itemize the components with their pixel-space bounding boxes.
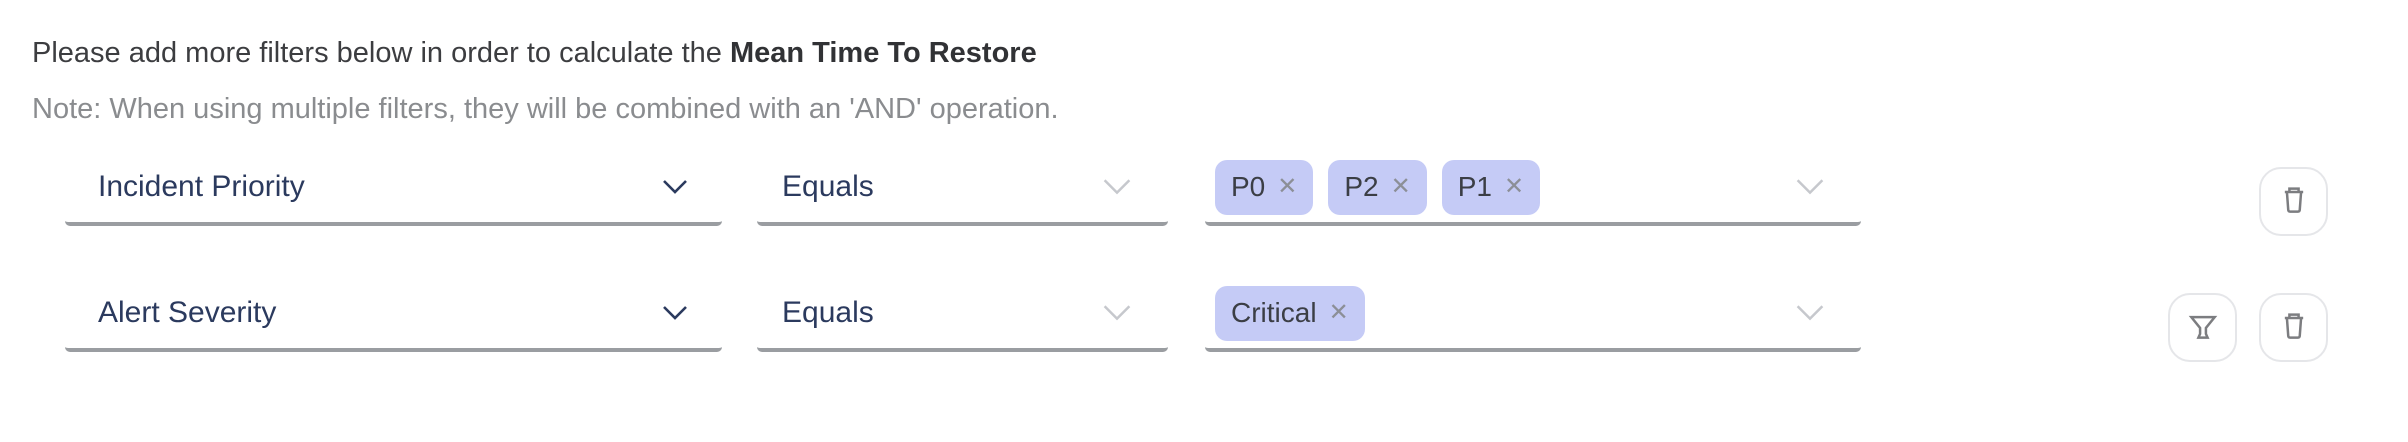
remove-icon[interactable]: ✕ — [1503, 173, 1525, 200]
values-multiselect[interactable]: P0 ✕ P2 ✕ P1 ✕ — [1205, 152, 1861, 226]
attribute-select[interactable]: Incident Priority — [65, 152, 722, 226]
operator-select[interactable]: Equals — [757, 278, 1168, 352]
chevron-down-icon — [663, 180, 687, 194]
trash-icon — [2284, 312, 2303, 339]
values-multiselect[interactable]: Critical ✕ — [1205, 278, 1861, 352]
trash-icon — [2284, 186, 2303, 213]
chevron-down-icon — [1103, 179, 1131, 195]
attribute-select[interactable]: Alert Severity — [65, 278, 722, 352]
value-tag-label: P2 — [1344, 171, 1379, 202]
chevron-down-icon — [1796, 305, 1824, 321]
value-tag: P0 ✕ — [1215, 159, 1314, 215]
value-tag-label: P1 — [1457, 171, 1492, 202]
intro-text-plain: Please add more filters below in order t… — [32, 37, 730, 69]
apply-filter-button[interactable] — [2168, 293, 2237, 362]
row-actions — [2259, 167, 2328, 236]
value-tag: P1 ✕ — [1441, 159, 1541, 215]
selected-values: P0 ✕ P2 ✕ P1 ✕ — [1215, 159, 1541, 215]
remove-icon[interactable]: ✕ — [1328, 299, 1349, 326]
attribute-label: Incident Priority — [98, 170, 305, 203]
intro-text: Please add more filters below in order t… — [32, 32, 2408, 74]
filter-icon — [2188, 315, 2217, 339]
value-tag-label: P0 — [1231, 171, 1266, 202]
operator-label: Equals — [782, 296, 874, 329]
delete-filter-button[interactable] — [2259, 293, 2328, 362]
chevron-down-icon — [1796, 179, 1824, 195]
intro-highlight: Mean Time To Restore — [729, 37, 1037, 69]
filter-row-2: Alert Severity Equals Critical ✕ — [0, 278, 2408, 362]
value-tag: Critical ✕ — [1215, 285, 1365, 341]
attribute-label: Alert Severity — [98, 296, 277, 329]
row-actions — [2168, 293, 2328, 362]
note-text: Note: When using multiple filters, they … — [32, 93, 1059, 125]
remove-icon[interactable]: ✕ — [1390, 173, 1411, 200]
operator-label: Equals — [782, 170, 874, 203]
selected-values: Critical ✕ — [1215, 285, 1365, 341]
value-tag-label: Critical — [1231, 297, 1317, 328]
chevron-down-icon — [663, 306, 687, 320]
filter-rows: Incident Priority Equals P0 ✕ P2 ✕ — [0, 152, 2408, 362]
operator-select[interactable]: Equals — [757, 152, 1168, 226]
value-tag: P2 ✕ — [1328, 159, 1427, 215]
delete-filter-button[interactable] — [2259, 167, 2328, 236]
chevron-down-icon — [1103, 305, 1131, 321]
filter-row-1: Incident Priority Equals P0 ✕ P2 ✕ — [0, 152, 2408, 236]
remove-icon[interactable]: ✕ — [1277, 173, 1298, 200]
